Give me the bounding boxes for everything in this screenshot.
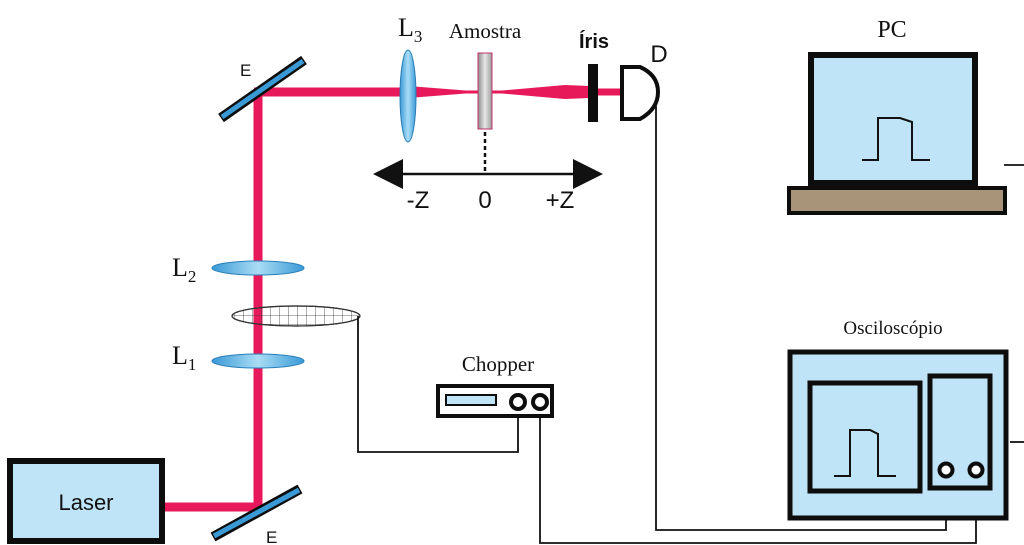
iris-label: Íris xyxy=(579,30,609,53)
mirror-bottom: E xyxy=(210,484,303,545)
lens-l2: L2 xyxy=(172,253,305,286)
axis-plus-label: +Z xyxy=(546,187,575,214)
axis-zero-label: 0 xyxy=(478,187,491,214)
lens-l1-label: L1 xyxy=(172,341,196,374)
mirror-top-label: E xyxy=(240,61,251,80)
lens-l1: L1 xyxy=(172,341,305,374)
sample: Amostra xyxy=(449,19,522,172)
chopper-label: Chopper xyxy=(462,352,534,376)
chopper-controller: Chopper xyxy=(436,352,554,418)
computer: PC xyxy=(787,17,1007,215)
mirror-top: E xyxy=(218,55,307,123)
lens-l3: L3 xyxy=(398,13,422,143)
pc-label: PC xyxy=(877,17,906,43)
lens-l3-label: L3 xyxy=(398,13,422,46)
detector-label: D xyxy=(650,41,667,68)
oscilloscope: Osciloscópio xyxy=(787,318,1009,521)
lens-l2-label: L2 xyxy=(172,253,196,286)
laser-source: Laser xyxy=(7,458,165,544)
axis-minus-label: -Z xyxy=(407,187,430,214)
sample-label: Amostra xyxy=(449,19,522,43)
iris: Íris xyxy=(579,30,609,122)
mirror-bottom-label: E xyxy=(266,528,277,545)
z-axis: -Z 0 +Z xyxy=(373,159,603,214)
oscilloscope-label: Osciloscópio xyxy=(843,318,942,339)
chopper-wheel xyxy=(231,305,361,327)
laser-beam xyxy=(163,85,624,512)
detector: D xyxy=(620,41,668,121)
laser-label: Laser xyxy=(58,490,113,515)
